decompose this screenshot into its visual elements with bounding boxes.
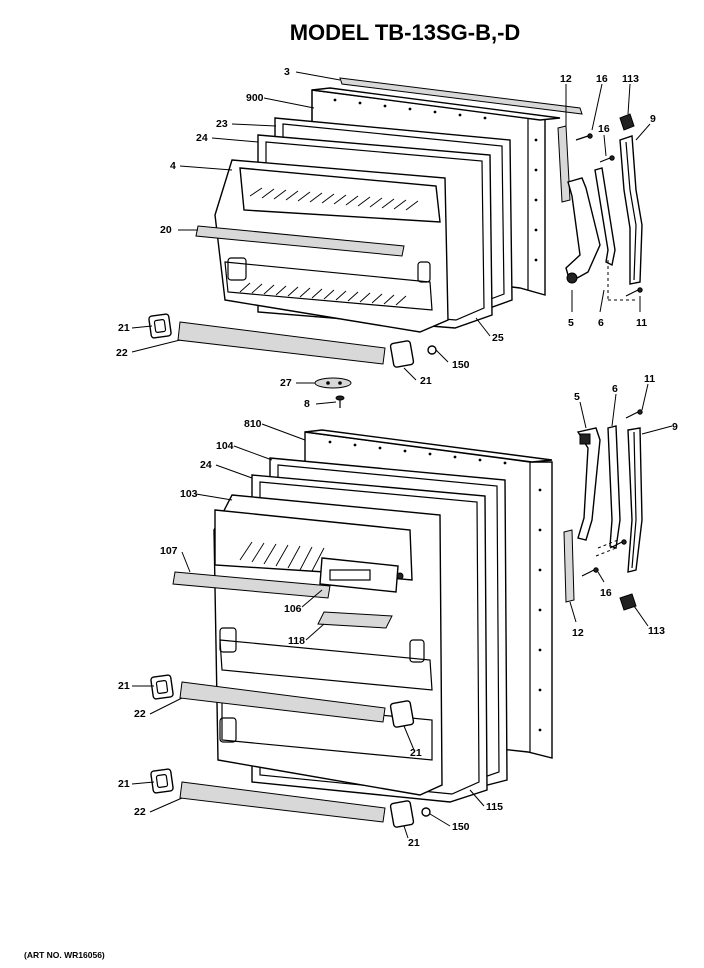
freezer-bar-end-cap-right — [389, 340, 415, 368]
bar-end-cap-middle-left — [150, 674, 174, 700]
screw-16-lower-b — [609, 539, 627, 549]
callout-11-upper: 11 — [636, 317, 647, 329]
callout-103: 103 — [180, 488, 198, 500]
freezer-handle-cover-6 — [594, 167, 616, 267]
leader-lines — [131, 71, 673, 839]
callout-9-upper: 9 — [650, 113, 656, 125]
stop-bracket-27 — [314, 377, 352, 389]
freezer-door-assembly — [148, 77, 583, 408]
freezer-bar-end-cap-left — [148, 313, 172, 339]
bar-end-cap-bottom-left — [150, 768, 174, 794]
butter-door-118 — [317, 611, 393, 629]
callout-27: 27 — [280, 377, 292, 389]
callout-16-upper-b: 16 — [598, 123, 610, 135]
screw-11-upper — [625, 287, 643, 297]
callout-150-upper: 150 — [452, 359, 470, 371]
diagram-title: MODEL TB-13SG-B,-D — [290, 20, 521, 45]
callout-900: 900 — [246, 92, 264, 104]
callout-16-upper-a: 16 — [596, 73, 608, 85]
fresh-food-door-liner — [213, 494, 443, 796]
callout-11-lower: 11 — [644, 373, 655, 385]
callout-107: 107 — [160, 545, 178, 557]
door-screw-row — [333, 98, 538, 262]
fresh-food-shelf-bar-107 — [172, 571, 331, 599]
fresh-food-door-assembly — [150, 429, 553, 828]
callout-5-lower: 5 — [574, 391, 580, 403]
callout-106: 106 — [284, 603, 302, 615]
freezer-lower-shelf-ribs — [239, 282, 407, 306]
callout-104: 104 — [216, 440, 234, 452]
callout-6-upper: 6 — [598, 317, 604, 329]
freezer-retainer-bar — [177, 321, 386, 365]
callout-12-upper: 12 — [560, 73, 572, 85]
screw-16-lower-a — [581, 567, 599, 577]
screw-16-upper-a — [575, 133, 593, 141]
freezer-screw-150 — [427, 345, 437, 355]
callout-3: 3 — [284, 66, 290, 78]
callout-21-bottom-right: 21 — [408, 837, 420, 849]
callout-118: 118 — [288, 635, 305, 647]
lower-door-screw-row — [328, 440, 542, 732]
dairy-compartment-door — [319, 557, 399, 593]
fresh-food-handle-parts — [563, 409, 643, 611]
freezer-upper-shelf-ribs — [249, 187, 419, 211]
bar-end-cap-middle-right — [389, 700, 415, 728]
bar-end-cap-bottom-right — [389, 800, 415, 828]
fresh-food-retainer-bar-bottom — [179, 781, 386, 823]
fresh-food-trim-strip-12 — [563, 529, 575, 603]
callout-115: 115 — [486, 801, 503, 813]
fresh-food-screw-150 — [421, 807, 431, 817]
callout-113-lower: 113 — [648, 625, 665, 637]
screw-8 — [335, 395, 345, 408]
callout-12-lower: 12 — [572, 627, 584, 639]
callout-21-upper-right: 21 — [420, 375, 432, 387]
art-number: (ART NO. WR16056) — [24, 950, 105, 960]
dairy-shelf-ribs — [239, 541, 325, 572]
screw-11-lower — [625, 409, 643, 419]
callout-113-upper: 113 — [622, 73, 639, 85]
callout-810: 810 — [244, 418, 262, 430]
callout-8: 8 — [304, 398, 310, 410]
callout-21-middle-left: 21 — [118, 680, 130, 692]
fresh-food-handle-5 — [576, 427, 601, 541]
freezer-handle-trim-9 — [619, 135, 643, 285]
fresh-food-end-cap-113 — [619, 593, 637, 611]
callout-22-upper: 22 — [116, 347, 128, 359]
freezer-end-cap-113 — [619, 113, 635, 131]
callout-labels: 3 900 23 24 4 20 21 22 25 150 21 27 8 12… — [116, 66, 678, 849]
callout-4: 4 — [170, 160, 176, 172]
callout-21-middle-right: 21 — [410, 747, 422, 759]
freezer-handle-parts — [557, 113, 643, 301]
callout-20: 20 — [160, 224, 172, 236]
freezer-trim-strip-12 — [557, 125, 571, 203]
freezer-shelf-bar — [195, 225, 405, 257]
screw-16-upper-b — [599, 155, 615, 163]
callout-6-lower: 6 — [612, 383, 618, 395]
callout-24-upper: 24 — [196, 132, 208, 144]
callout-21-bottom-left: 21 — [118, 778, 130, 790]
freezer-handle-5 — [565, 177, 601, 284]
callout-150-lower: 150 — [452, 821, 470, 833]
callout-9-lower: 9 — [672, 421, 678, 433]
callout-5-upper: 5 — [568, 317, 574, 329]
callout-16-lower: 16 — [600, 587, 612, 599]
callout-21-upper-left: 21 — [118, 322, 130, 334]
callout-22-middle: 22 — [134, 708, 146, 720]
freezer-top-trim — [339, 77, 583, 115]
callout-24-lower: 24 — [200, 459, 212, 471]
callout-23: 23 — [216, 118, 228, 130]
callout-25: 25 — [492, 332, 504, 344]
fresh-food-retainer-bar-middle — [179, 681, 386, 723]
callout-22-bottom: 22 — [134, 806, 146, 818]
fresh-food-handle-cover-6 — [607, 425, 621, 549]
